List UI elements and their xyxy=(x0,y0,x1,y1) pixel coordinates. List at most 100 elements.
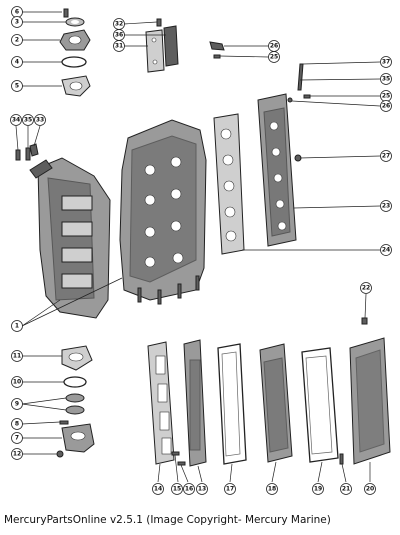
part-oring-10 xyxy=(63,376,87,388)
part-screw-32 xyxy=(156,18,162,27)
part-seals-9 xyxy=(65,393,85,415)
callout-14: 14 xyxy=(152,483,164,495)
svg-text:37: 37 xyxy=(382,59,390,66)
callout-24: 24 xyxy=(380,244,392,256)
callout-19: 19 xyxy=(312,483,324,495)
callout-22: 22 xyxy=(360,282,372,294)
callout-25-top: 25 xyxy=(268,51,280,63)
callout-6: 6 xyxy=(11,6,23,18)
svg-text:35: 35 xyxy=(24,117,32,124)
svg-text:21: 21 xyxy=(342,486,350,493)
callout-23: 23 xyxy=(380,200,392,212)
svg-text:14: 14 xyxy=(154,486,162,493)
svg-text:7: 7 xyxy=(15,435,19,442)
svg-text:12: 12 xyxy=(13,451,21,458)
callout-2: 2 xyxy=(11,34,23,46)
callout-25-right: 25 xyxy=(380,90,392,102)
callout-10: 10 xyxy=(11,376,23,388)
part-stud-37 xyxy=(297,63,304,91)
svg-text:36: 36 xyxy=(115,32,123,39)
svg-text:4: 4 xyxy=(15,59,19,66)
callout-20: 20 xyxy=(364,483,376,495)
callout-35-right: 35 xyxy=(380,73,392,85)
part-cylinder-head-23 xyxy=(257,93,297,247)
svg-text:27: 27 xyxy=(382,153,390,160)
svg-text:11: 11 xyxy=(13,353,21,360)
part-seal-3 xyxy=(65,17,85,27)
part-cover-18 xyxy=(259,343,293,463)
part-gasket-14 xyxy=(147,341,175,465)
callout-26-top: 26 xyxy=(268,40,280,52)
svg-text:13: 13 xyxy=(198,486,206,493)
callout-1: 1 xyxy=(11,320,23,332)
part-gasket-17 xyxy=(217,343,247,465)
svg-text:19: 19 xyxy=(314,486,322,493)
part-head-gasket-24 xyxy=(213,113,245,255)
svg-text:1: 1 xyxy=(15,323,19,330)
svg-text:5: 5 xyxy=(15,83,19,90)
callout-34: 34 xyxy=(10,114,22,126)
svg-text:9: 9 xyxy=(15,401,19,408)
svg-text:33: 33 xyxy=(36,117,44,124)
callout-7: 7 xyxy=(11,432,23,444)
svg-text:8: 8 xyxy=(15,421,19,428)
part-gasket-11 xyxy=(61,345,93,371)
part-screw-21 xyxy=(339,453,344,465)
svg-text:32: 32 xyxy=(115,21,123,28)
callout-15: 15 xyxy=(171,483,183,495)
part-housing-7 xyxy=(61,423,95,453)
part-housing-2 xyxy=(59,29,91,51)
callout-11: 11 xyxy=(11,350,23,362)
part-screw-25b xyxy=(287,94,311,103)
callout-4: 4 xyxy=(11,56,23,68)
part-fitting-26 xyxy=(209,41,225,51)
callout-37: 37 xyxy=(380,56,392,68)
callout-26-right: 26 xyxy=(380,100,392,112)
callout-35-left: 35 xyxy=(22,114,34,126)
svg-text:20: 20 xyxy=(366,486,374,493)
callout-13: 13 xyxy=(196,483,208,495)
callout-21: 21 xyxy=(340,483,352,495)
part-bracket-34 xyxy=(15,143,39,161)
leader-lines xyxy=(15,11,381,483)
part-cylinder-block xyxy=(119,119,207,305)
svg-text:18: 18 xyxy=(268,486,276,493)
part-cover-36 xyxy=(163,25,179,67)
svg-text:25: 25 xyxy=(270,54,278,61)
part-fitting-12 xyxy=(56,450,64,458)
callout-17: 17 xyxy=(224,483,236,495)
svg-text:10: 10 xyxy=(13,379,21,386)
callout-31: 31 xyxy=(113,40,125,52)
svg-text:26: 26 xyxy=(382,103,390,110)
svg-text:22: 22 xyxy=(362,285,370,292)
part-gasket-5 xyxy=(61,75,91,97)
svg-text:25: 25 xyxy=(382,93,390,100)
part-screw-6 xyxy=(63,8,69,18)
svg-text:6: 6 xyxy=(15,9,19,16)
copyright-caption: MercuryPartsOnline v2.5.1 (Image Copyrig… xyxy=(4,514,331,526)
svg-text:16: 16 xyxy=(185,486,193,493)
callout-9: 9 xyxy=(11,398,23,410)
part-gasket-19 xyxy=(301,347,339,463)
svg-text:26: 26 xyxy=(270,43,278,50)
svg-text:17: 17 xyxy=(226,486,234,493)
part-oring-4 xyxy=(61,56,87,68)
svg-text:35: 35 xyxy=(382,76,390,83)
part-pin-8 xyxy=(59,420,69,425)
part-plate-13 xyxy=(183,339,207,467)
callout-18: 18 xyxy=(266,483,278,495)
callout-12: 12 xyxy=(11,448,23,460)
part-screw-25 xyxy=(213,54,221,59)
svg-text:2: 2 xyxy=(15,37,19,44)
callout-5: 5 xyxy=(11,80,23,92)
part-exhaust-manifold-1 xyxy=(29,157,111,319)
callout-27: 27 xyxy=(380,150,392,162)
callout-16: 16 xyxy=(183,483,195,495)
part-cover-plate-31 xyxy=(145,29,165,73)
callout-36: 36 xyxy=(113,29,125,41)
part-screws-15-16 xyxy=(171,451,186,466)
svg-text:24: 24 xyxy=(382,247,390,254)
svg-text:15: 15 xyxy=(173,486,181,493)
callout-33: 33 xyxy=(34,114,46,126)
